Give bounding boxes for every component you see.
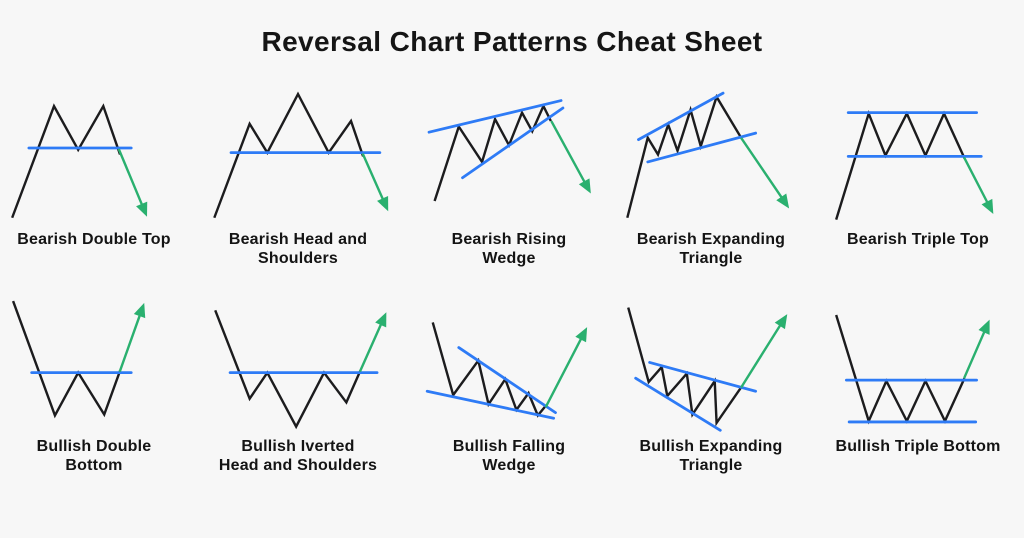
bearish-rising-wedge-diagram	[427, 99, 591, 202]
pattern-label-line2: Triangle	[679, 456, 743, 474]
pattern-card-bearish-double-top: Bearish Double Top	[0, 80, 188, 277]
patterns-grid: Bearish Double Top Bearish Head and Shou…	[0, 80, 1024, 484]
pattern-label: Bullish Expanding Triangle	[640, 438, 783, 484]
pattern-label: Bearish Triple Top	[847, 231, 989, 277]
pattern-label: Bearish Head and Shoulders	[188, 231, 408, 277]
pattern-card-bearish-expanding-triangle: Bearish Expanding Triangle	[610, 80, 812, 277]
pattern-label: Bearish Rising Wedge	[452, 231, 567, 277]
pattern-label: Bearish Double Top	[17, 231, 171, 277]
pattern-label-line1: Bearish Expanding	[636, 231, 786, 248]
pattern-label-line1: Bullish Expanding	[639, 438, 783, 455]
pattern-label-line1: Bullish Falling	[452, 438, 566, 455]
pattern-label-line1: Bullish Double	[36, 438, 152, 455]
bullish-triple-bottom-diagram	[835, 314, 990, 425]
bullish-falling-wedge-diagram	[425, 322, 588, 420]
pattern-label: Bullish Double Bottom	[37, 438, 152, 484]
pattern-label-line2: Triangle	[679, 249, 743, 267]
pattern-card-bullish-double-bottom: Bullish Double Bottom	[0, 287, 188, 484]
pattern-label: Bullish Falling Wedge	[453, 438, 565, 484]
pattern-label-line2: Wedge	[482, 456, 536, 474]
pattern-label-line1: Bearish Triple Top	[847, 231, 989, 248]
bearish-expanding-triangle-diagram	[626, 91, 790, 219]
bullish-expanding-triangle-diagram	[627, 307, 788, 432]
pattern-card-bearish-head-and-shoulders: Bearish Head and Shoulders	[188, 80, 408, 277]
pattern-label: Bullish Iverted Head and Shoulders	[219, 438, 377, 484]
pattern-card-bullish-triple-bottom: Bullish Triple Bottom	[812, 287, 1024, 484]
pattern-label-line2: Bottom	[65, 456, 123, 474]
pattern-label-line2: Head and Shoulders	[218, 456, 378, 474]
pattern-label-line2: Wedge	[482, 249, 536, 267]
pattern-label: Bearish Expanding Triangle	[637, 231, 785, 277]
pattern-card-bullish-expanding-triangle: Bullish Expanding Triangle	[610, 287, 812, 484]
page-title: Reversal Chart Patterns Cheat Sheet	[261, 26, 763, 57]
pattern-label-line1: Bearish Double Top	[17, 231, 171, 248]
pattern-label-line1: Bullish Triple Bottom	[835, 438, 1001, 455]
pattern-label-line1: Bullish Iverted	[241, 438, 355, 455]
pattern-card-bullish-iverted-head-and-shoulders: Bullish Iverted Head and Shoulders	[188, 287, 408, 484]
pattern-card-bearish-rising-wedge: Bearish Rising Wedge	[408, 80, 610, 277]
bearish-triple-top-diagram	[835, 109, 994, 220]
pattern-card-bearish-triple-top: Bearish Triple Top	[812, 80, 1024, 277]
pattern-label-line1: Bearish Head and Shoulders	[228, 231, 368, 267]
pattern-card-bullish-falling-wedge: Bullish Falling Wedge	[408, 287, 610, 484]
bearish-double-top-diagram	[11, 103, 148, 219]
bullish-double-bottom-diagram	[11, 300, 146, 419]
bearish-head-and-shoulders-diagram	[213, 91, 389, 219]
bullish-iverted-head-and-shoulders-diagram	[214, 309, 387, 430]
pattern-label-line1: Bearish Rising	[451, 231, 567, 248]
pattern-label: Bullish Triple Bottom	[835, 438, 1000, 484]
